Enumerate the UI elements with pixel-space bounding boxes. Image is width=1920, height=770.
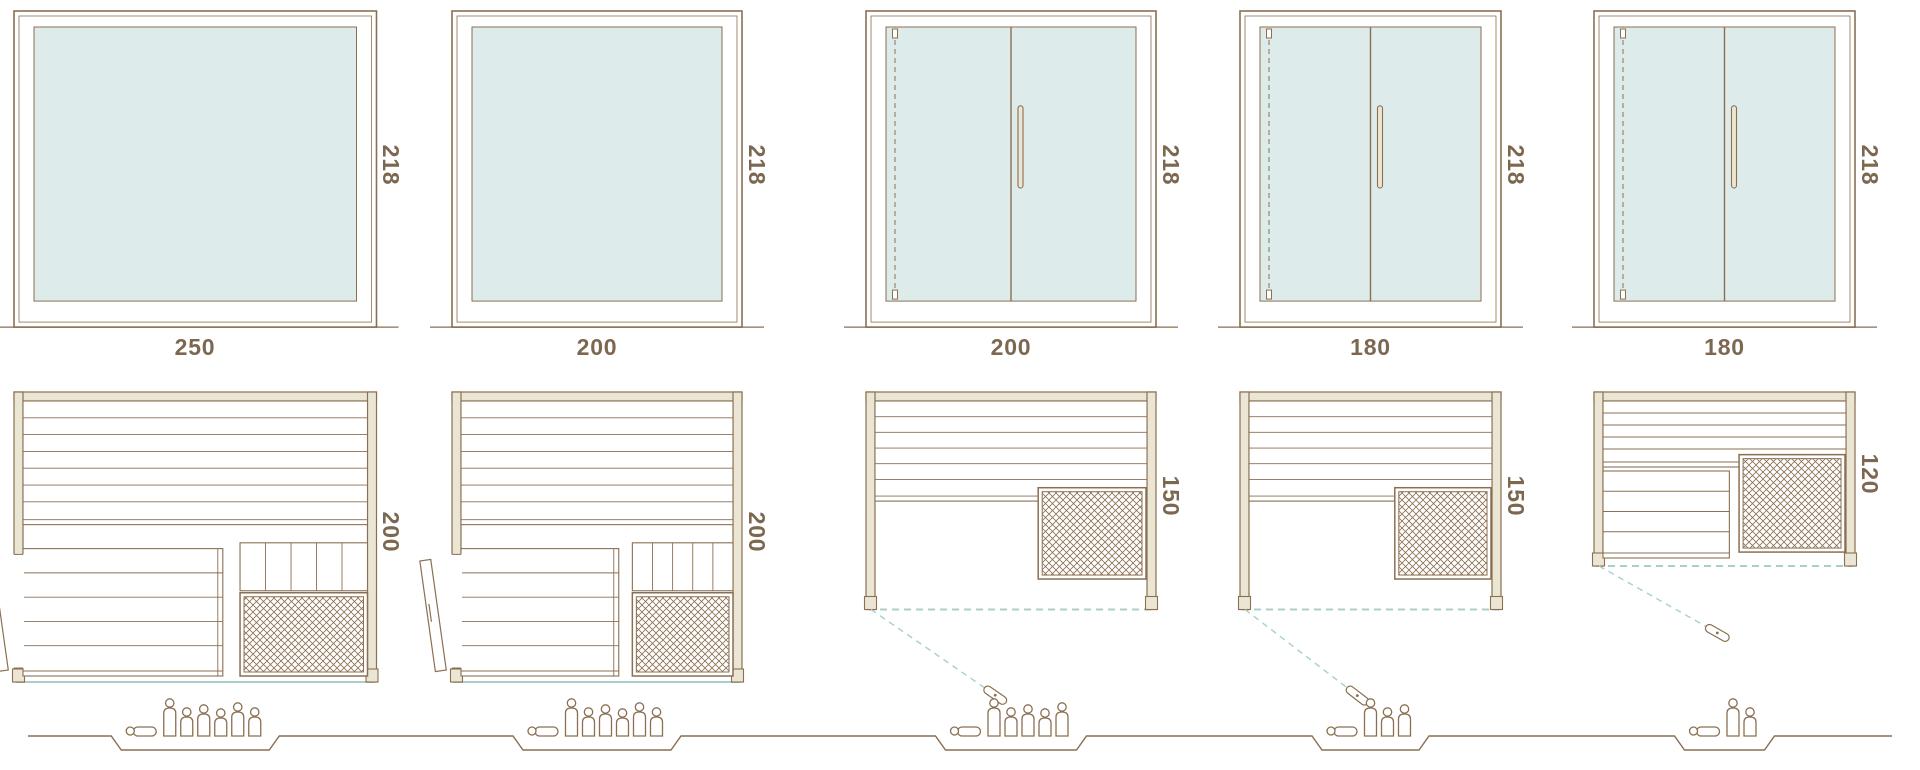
width-dimension-label: 200 bbox=[990, 334, 1032, 360]
width-dimension-label: 250 bbox=[174, 334, 216, 360]
height-dimension-label: 218 bbox=[1158, 144, 1184, 186]
unit-cabin-250x200: 250 218 200 bbox=[0, 0, 404, 770]
unit-cabin-180x120: 180 218 120 bbox=[1572, 0, 1883, 770]
front-elevation-drawing bbox=[0, 10, 399, 328]
unit-cabin-200x150: 200 218 150 bbox=[844, 0, 1184, 770]
width-dimension-label: 180 bbox=[1350, 334, 1391, 360]
floor-plan-drawing bbox=[863, 391, 1159, 705]
front-elevation-drawing bbox=[1572, 10, 1877, 328]
floor-plan-drawing bbox=[419, 391, 745, 683]
front-elevation-drawing bbox=[844, 10, 1178, 328]
front-elevation-drawing bbox=[430, 10, 764, 328]
floor-plan-drawing bbox=[1591, 391, 1858, 642]
height-dimension-label: 218 bbox=[378, 144, 404, 186]
ground-line-capacity-figures bbox=[28, 698, 1892, 751]
unit-cabin-200x200: 200 218 200 bbox=[419, 0, 770, 770]
unit-cabin-180x150: 180 218 150 bbox=[1218, 0, 1529, 770]
depth-dimension-label: 120 bbox=[1857, 453, 1883, 495]
height-dimension-label: 218 bbox=[744, 144, 770, 186]
floor-plan-drawing bbox=[1237, 391, 1504, 706]
floor-plan-drawing bbox=[0, 391, 379, 683]
depth-dimension-label: 150 bbox=[1158, 475, 1184, 517]
depth-dimension-label: 200 bbox=[744, 511, 770, 553]
height-dimension-label: 218 bbox=[1857, 144, 1883, 186]
width-dimension-label: 200 bbox=[576, 334, 618, 360]
front-elevation-drawing bbox=[1218, 10, 1523, 328]
depth-dimension-label: 200 bbox=[378, 511, 404, 553]
depth-dimension-label: 150 bbox=[1503, 475, 1529, 517]
width-dimension-label: 180 bbox=[1704, 334, 1745, 360]
height-dimension-label: 218 bbox=[1503, 144, 1529, 186]
